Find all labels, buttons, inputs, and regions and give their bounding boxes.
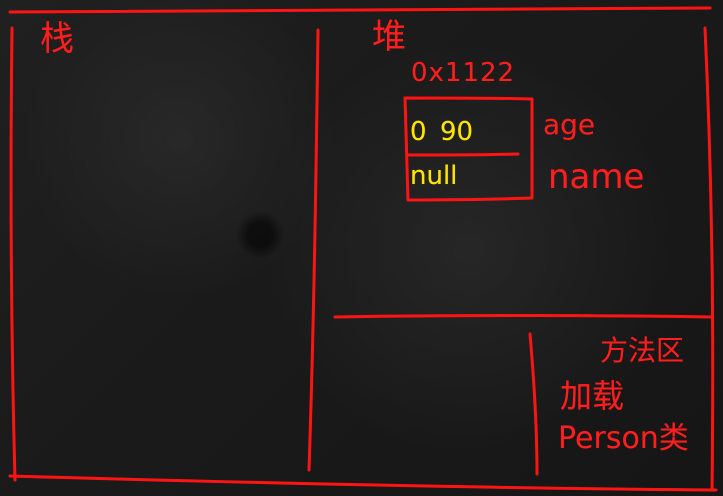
field-name-age: age	[543, 108, 596, 141]
method-area-load-text: 加载	[560, 377, 625, 415]
heap-label: 堆	[372, 17, 406, 57]
object-box-divider	[406, 152, 520, 157]
method-area-label: 方法区	[600, 334, 685, 367]
field-name-name: name	[548, 157, 645, 197]
object-box	[403, 96, 534, 202]
method-area-left-line	[528, 332, 539, 476]
outer-bottom-line	[8, 474, 718, 492]
heap-field-value-1: 0	[410, 117, 427, 147]
heap-field-value-2: 90	[440, 117, 474, 147]
stack-heap-divider	[307, 28, 320, 472]
method-area-class-text: Person类	[558, 421, 689, 456]
stack-label: 栈	[40, 19, 74, 59]
heap-address: 0x1122	[411, 58, 516, 88]
outer-right-line	[703, 26, 715, 492]
heap-method-divider	[333, 314, 714, 319]
outer-top-line	[8, 6, 712, 14]
heap-field-value-3: null	[410, 161, 458, 191]
outer-left-line	[9, 26, 17, 482]
